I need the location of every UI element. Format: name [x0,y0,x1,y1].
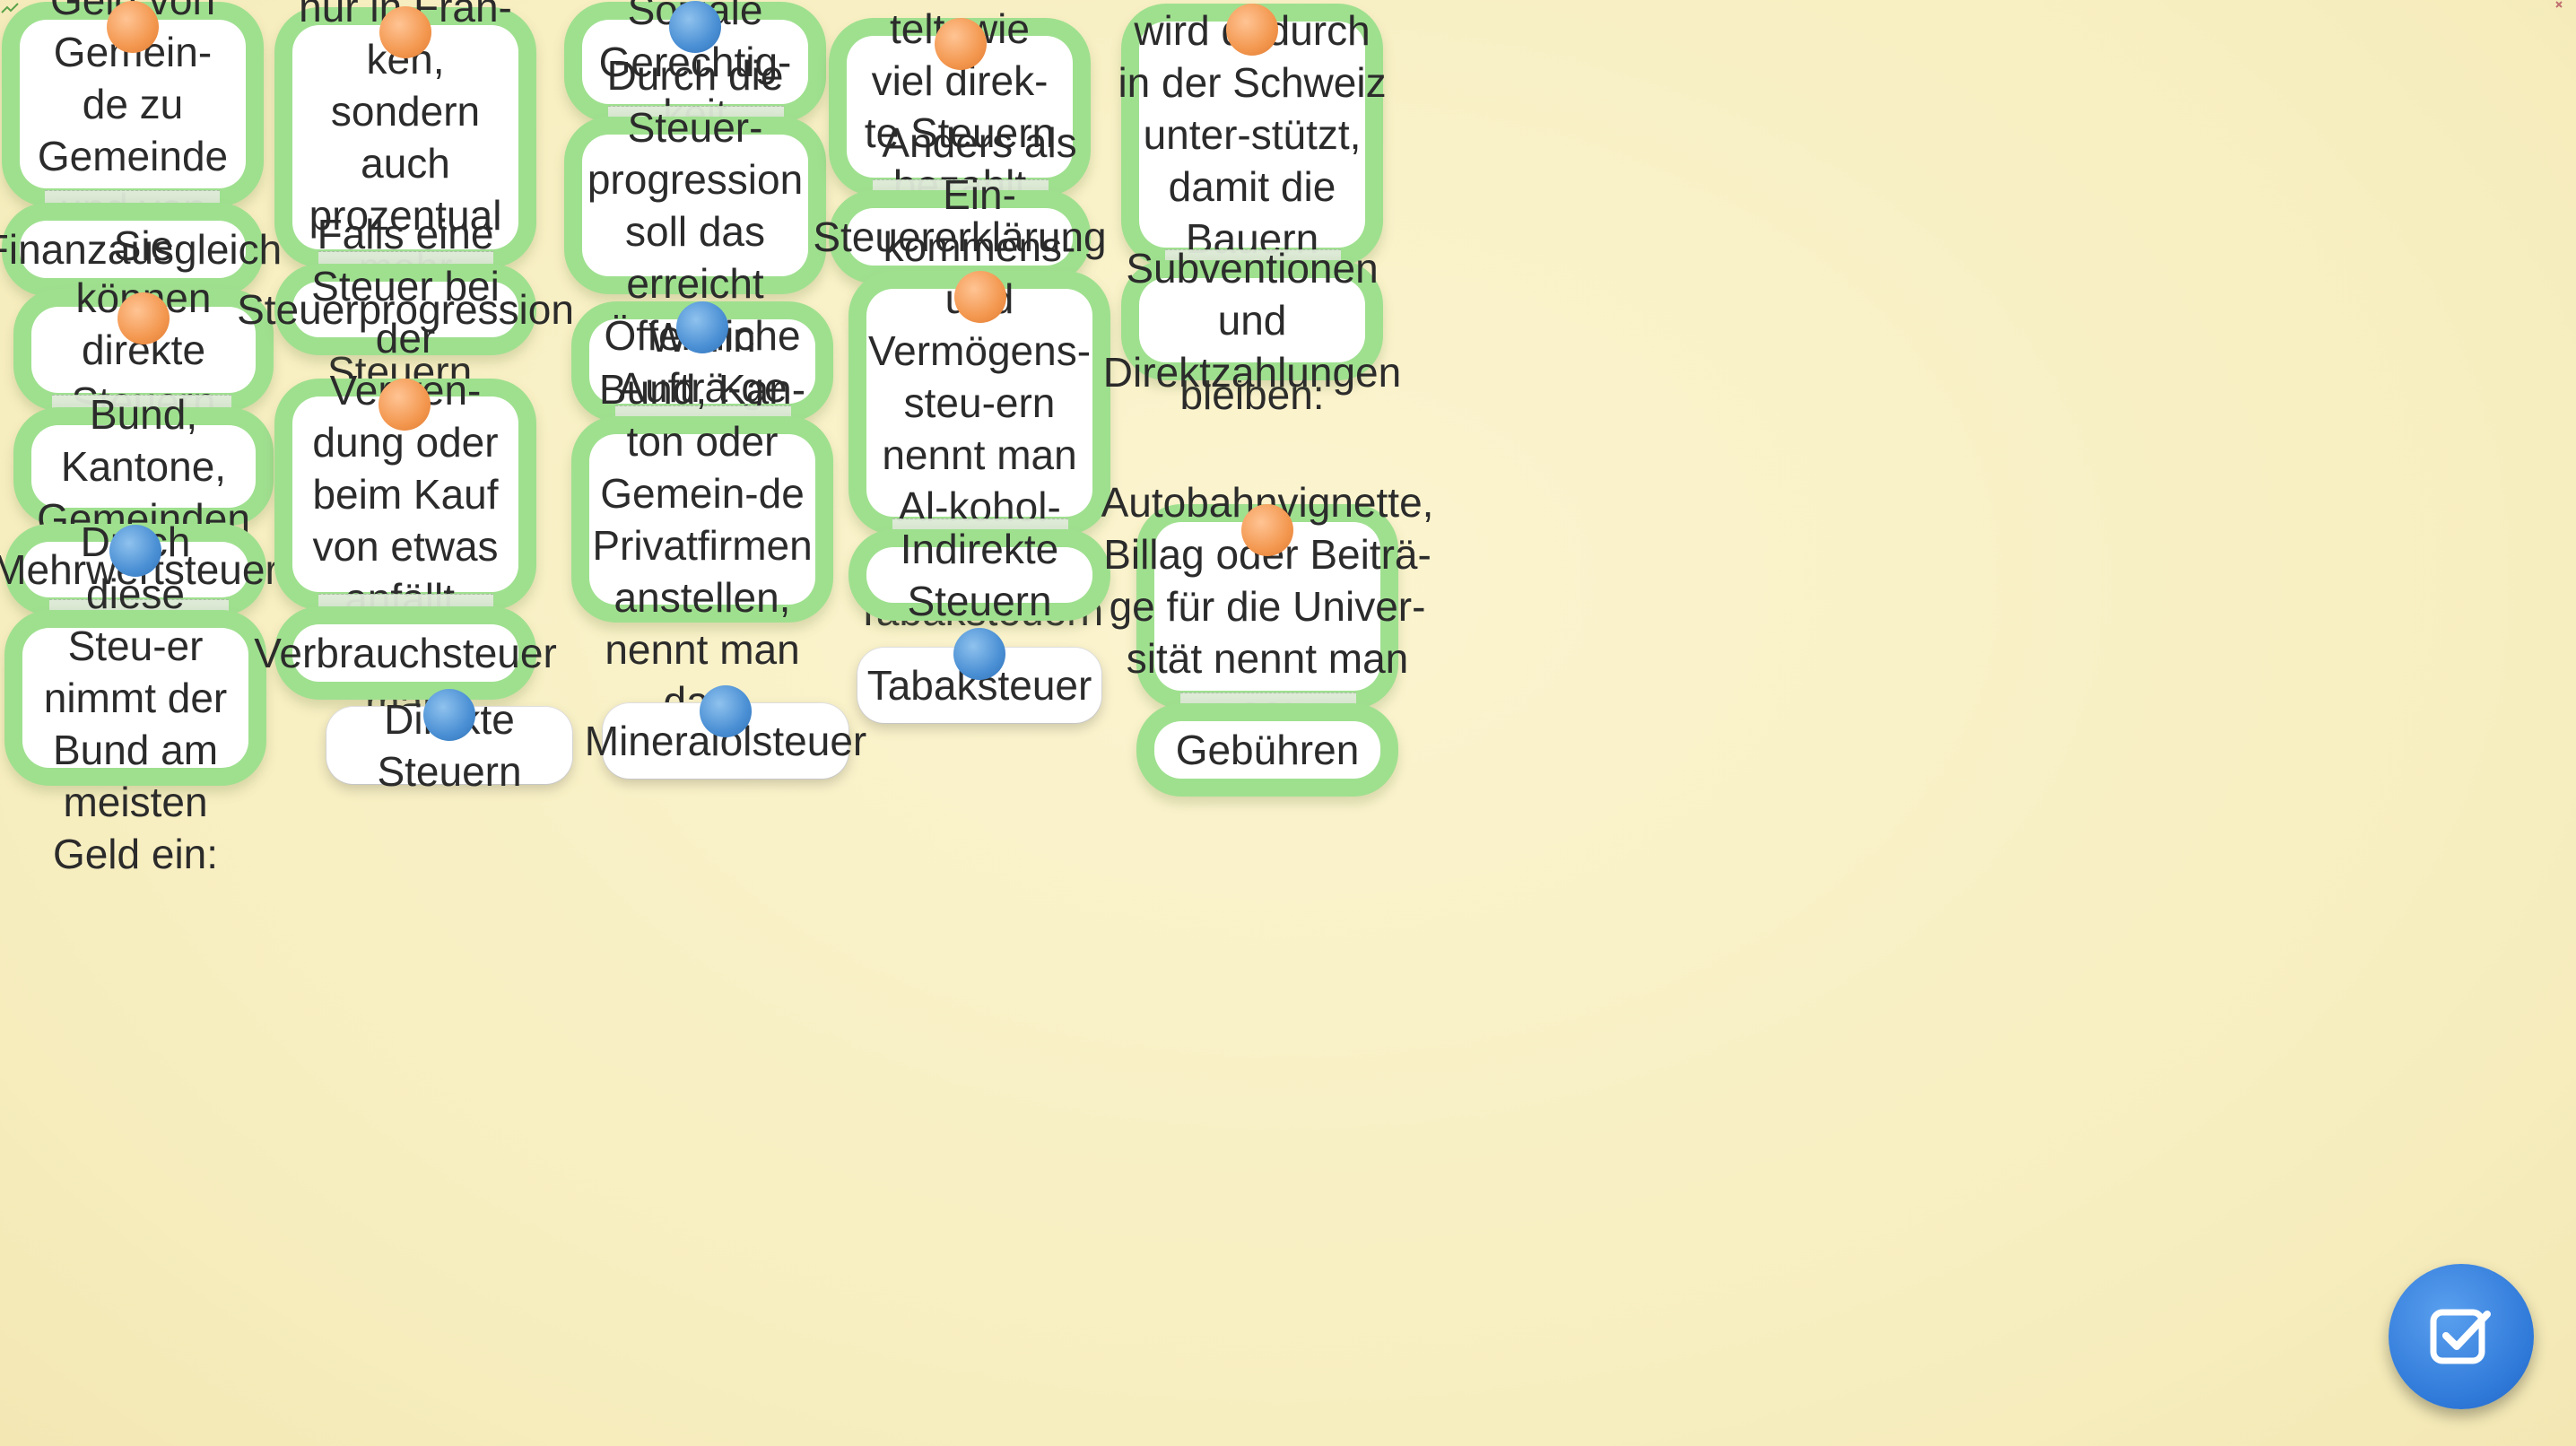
answer-card-bund-kantone[interactable]: Bund, Kantone, Gemeinden [31,391,256,542]
checkbox-check-icon [2430,1309,2491,1364]
pin-blue-icon [676,301,728,353]
check-answers-button[interactable] [2389,1264,2534,1409]
question-card-indirekte-steuern[interactable]: Anders als Ein-kommens- und Vermögens-st… [855,119,1104,686]
answer-card-indirekte-steuern[interactable]: Indirekte Steuern [866,526,1092,624]
pin-orange-icon [379,6,431,58]
tape-strip [318,594,493,630]
answer-card-mineraloelsteuer[interactable]: Mineralölsteuer [585,703,866,779]
close-corner-icon[interactable] [2553,0,2574,9]
answer-card-verbrauchsteuer[interactable]: Verbrauchsteuer [254,624,557,682]
question-card-mehrwertsteuer[interactable]: Durch diese Steu-er nimmt der Bund am me… [22,518,248,877]
pin-blue-icon [669,1,721,53]
question-card-soziale-gerechtigkeit[interactable]: Durch die Steuer-progression soll das er… [582,52,808,359]
pin-blue-icon [953,628,1005,680]
answer-card-steuerprogression[interactable]: Steuerprogression [237,282,574,337]
pin-orange-icon [107,1,159,53]
question-card-oeffentliche-auftraege[interactable]: Wenn Bund, Kan-ton oder Gemein-de Privat… [589,314,815,725]
answer-card-gebuehren[interactable]: Gebühren [1154,721,1380,779]
answer-card-steuererklaerung[interactable]: Steuererklärung [813,208,1107,266]
menu-corner-icon[interactable] [0,0,22,16]
pin-orange-icon [1241,504,1293,556]
answer-card-subventionen[interactable]: Subventionen und Direktzahlungen [1102,245,1402,396]
pin-orange-icon [954,271,1006,323]
pin-orange-icon [935,18,987,70]
pin-blue-icon [423,689,475,741]
pin-orange-icon [117,292,170,344]
pin-blue-icon [109,525,161,577]
pin-blue-icon [700,685,752,737]
pin-orange-icon [1226,4,1278,56]
answer-card-finanzausgleich[interactable]: Finanzausgleich [0,221,282,278]
pin-orange-icon [379,379,431,431]
